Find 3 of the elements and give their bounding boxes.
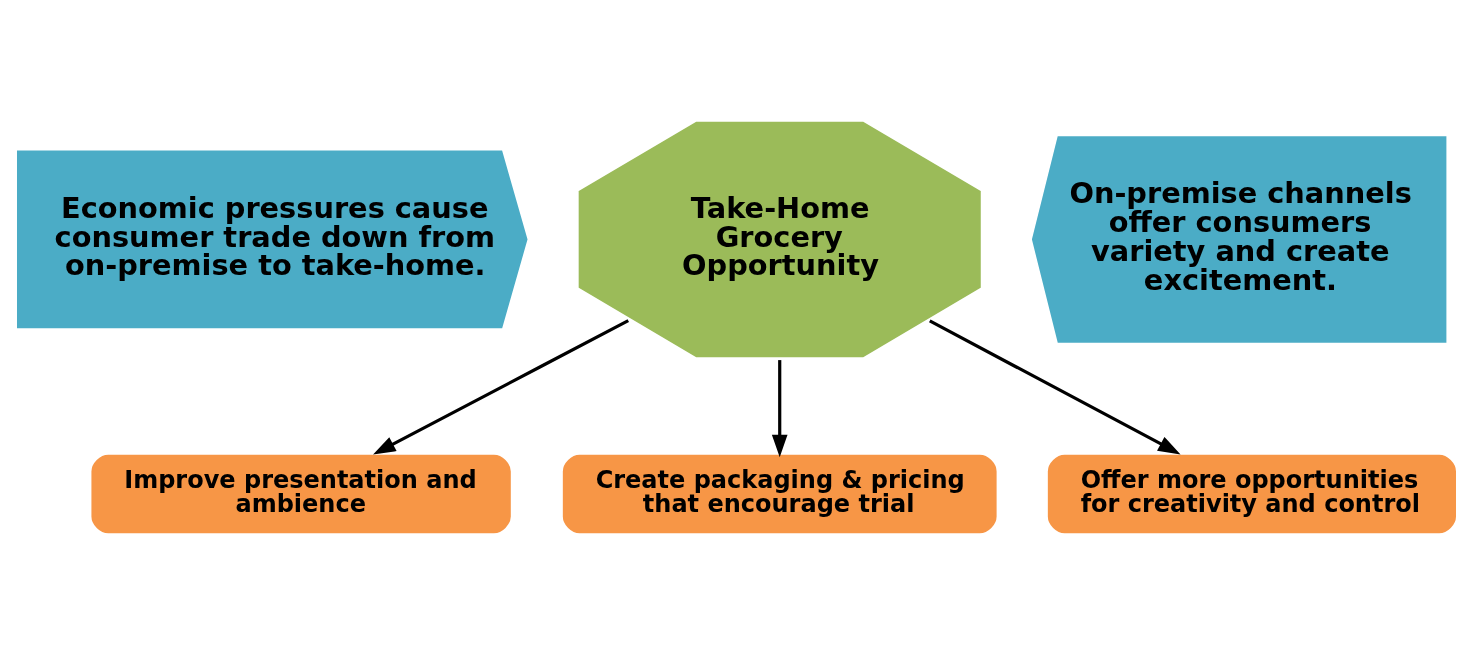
- arrow: [373, 318, 630, 455]
- arrow: [771, 359, 788, 457]
- arrow: [929, 319, 1181, 454]
